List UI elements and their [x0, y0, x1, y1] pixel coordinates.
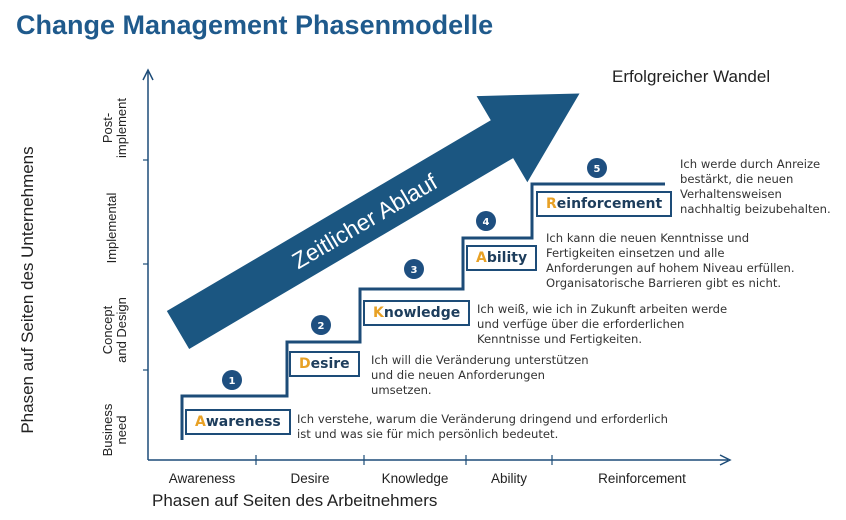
step-label-initial: A [476, 250, 487, 266]
description-line: Kenntnisse und Fertigkeiten. [477, 332, 643, 346]
y-tick-business-need: Business need [100, 403, 129, 457]
page-title: Change Management Phasenmodelle [16, 10, 494, 40]
x-tick-reinforcement: Reinforcement [598, 471, 686, 486]
x-axis-arrowhead [719, 454, 732, 466]
description-line: Verhaltensweisen [680, 187, 782, 201]
description-line: und verfüge über die erforderlichen [477, 317, 685, 331]
step-badges: 1 2 3 4 5 [222, 158, 607, 390]
description-line: Ich kann die neuen Kenntnisse und [546, 231, 750, 245]
step-badge [587, 158, 607, 178]
step-label-initial: D [299, 356, 311, 372]
step-label-desire: Desire [289, 351, 360, 377]
step-badge [476, 211, 496, 231]
description-line: Ich will die Veränderung unterstützen [371, 353, 589, 367]
y-tick-line: and Design [114, 297, 129, 363]
y-tick-line: Concept [100, 305, 115, 355]
y-axis-arrowhead [142, 68, 154, 81]
step-number: 2 [318, 321, 325, 332]
y-axis-label: Phasen auf Seiten des Unternehmens [18, 146, 37, 434]
step-label-initial: A [195, 414, 206, 430]
y-tick-line: Business [100, 403, 115, 457]
step-badge [222, 370, 242, 390]
step-label-rest: einforcement [556, 196, 663, 212]
step-number: 3 [411, 265, 418, 276]
description-line: und die neuen Anforderungen [371, 368, 545, 382]
x-tick-ability: Ability [490, 471, 528, 486]
description-line: ist und was sie für mich persönlich bede… [297, 427, 559, 441]
description-line: Anforderungen auf hohem Niveau erfüllen. [546, 261, 795, 275]
x-tick-knowledge: Knowledge [381, 471, 449, 486]
x-tick-desire: Desire [290, 471, 330, 486]
description-line: Ich verstehe, warum die Veränderung drin… [297, 412, 668, 426]
step-description-ability: Ich kann die neuen Kenntnisse und Fertig… [546, 231, 795, 291]
description-line: bestärkt, die neuen [680, 172, 794, 186]
x-tick-awareness: Awareness [168, 471, 236, 486]
step-label-knowledge: Knowledge [363, 300, 471, 326]
description-line: Organisatorische Barrieren gibt es nicht… [546, 276, 782, 290]
description-line: nachhaltig beizubehalten. [680, 202, 831, 216]
arrow-label: Zeitlicher Ablauf [288, 168, 443, 274]
step-label-initial: K [373, 305, 384, 321]
step-description-reinforcement: Ich werde durch Anreize bestärkt, die ne… [680, 157, 831, 217]
step-number: 5 [594, 164, 601, 175]
step-label-awareness: Awareness [185, 409, 291, 435]
y-tick-post-implement: Post- implement [100, 98, 129, 158]
axes [142, 68, 732, 466]
step-badge [311, 315, 331, 335]
success-label: Erfolgreicher Wandel [612, 67, 771, 86]
step-label-rest: nowledge [383, 305, 461, 321]
y-tick-concept-design: Concept and Design [100, 297, 129, 363]
step-description-awareness: Ich verstehe, warum die Veränderung drin… [297, 412, 668, 442]
y-tick-line: Implemental [104, 192, 119, 264]
y-tick-line: implement [114, 98, 129, 158]
description-line: Fertigkeiten einsetzen und alle [546, 246, 725, 260]
description-line: Ich werde durch Anreize [680, 157, 821, 171]
step-description-knowledge: Ich weiß, wie ich in Zukunft arbeiten we… [477, 302, 727, 347]
step-label-reinforcement: Reinforcement [536, 191, 673, 217]
y-tick-implemental: Implemental [104, 192, 119, 264]
description-line: Ich weiß, wie ich in Zukunft arbeiten we… [477, 302, 728, 316]
step-label-initial: R [546, 196, 557, 212]
step-number: 4 [483, 217, 490, 228]
step-label-rest: bility [486, 250, 528, 266]
step-description-desire: Ich will die Veränderung unterstützen un… [371, 353, 589, 398]
step-number: 1 [229, 376, 236, 387]
description-line: umsetzen. [371, 383, 432, 397]
step-label-rest: wareness [205, 414, 281, 430]
x-axis-label: Phasen auf Seiten des Arbeitnehmers [152, 491, 438, 510]
step-badge [404, 259, 424, 279]
y-tick-line: Post- [100, 112, 115, 144]
step-label-ability: Ability [466, 245, 538, 271]
y-tick-line: need [114, 415, 129, 445]
step-label-rest: esire [310, 356, 350, 372]
staircase-line [180, 182, 665, 440]
